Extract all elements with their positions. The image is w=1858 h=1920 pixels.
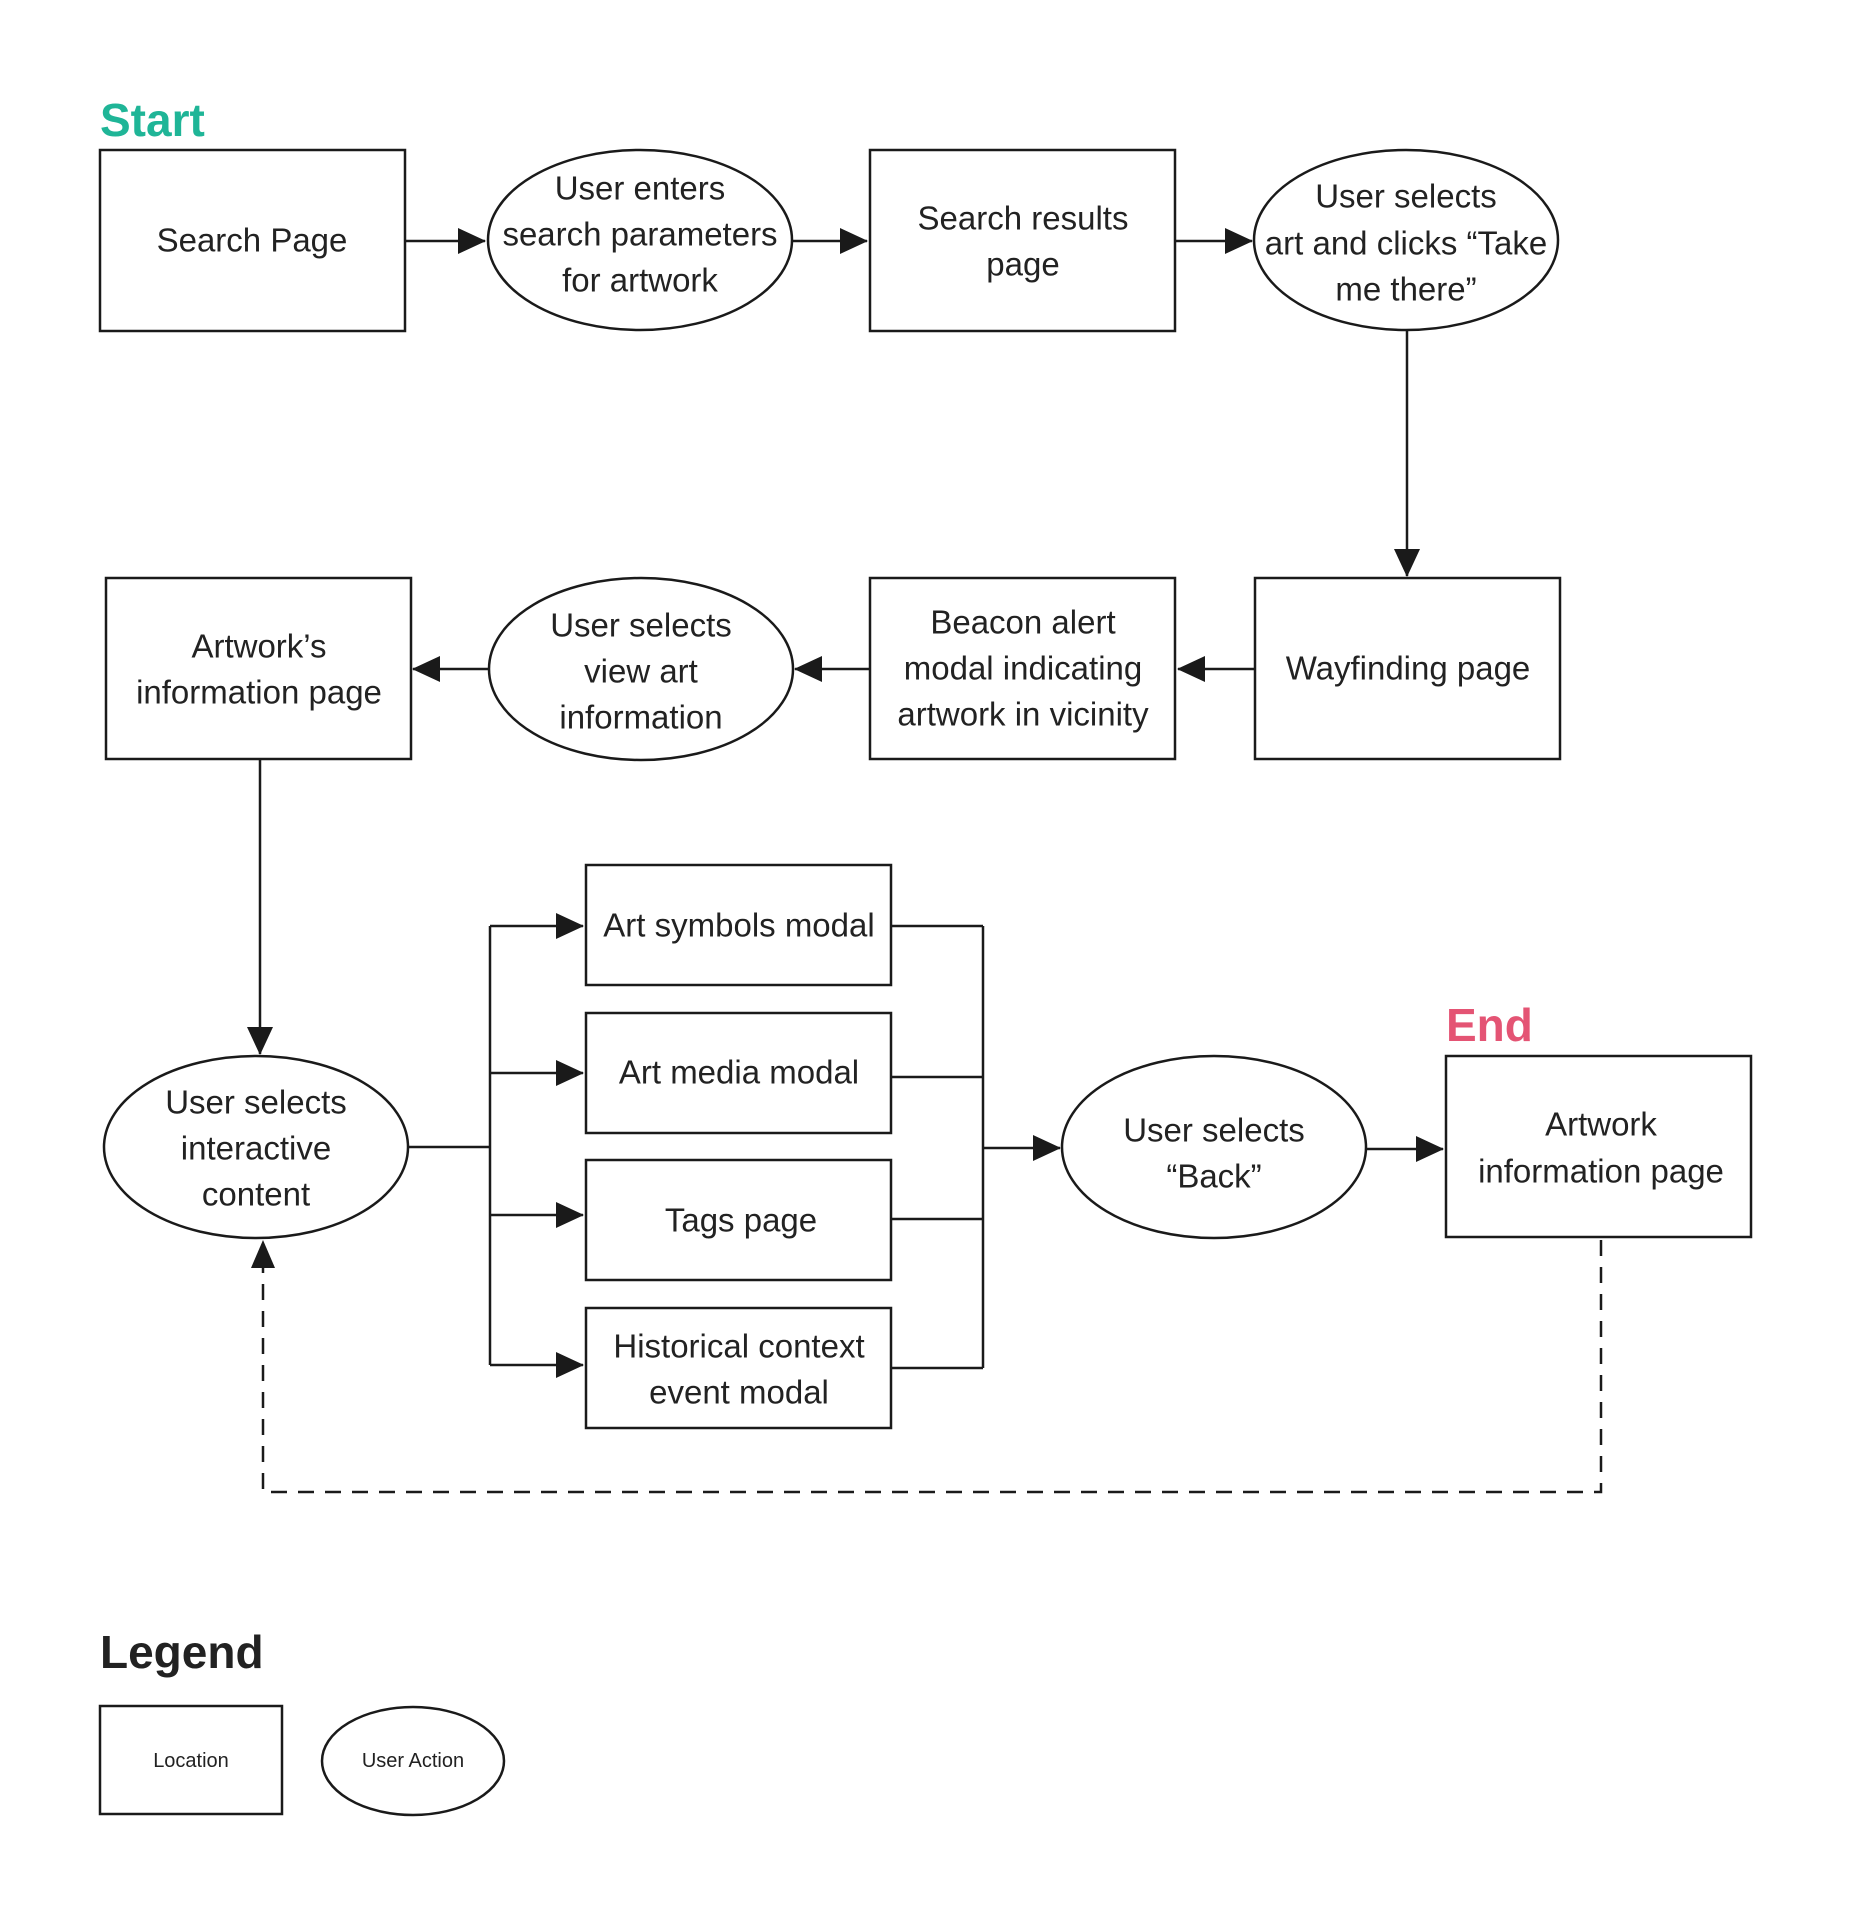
svg-text:User Action: User Action bbox=[362, 1750, 464, 1772]
svg-text:Beacon alert: Beacon alert bbox=[930, 604, 1115, 641]
node-select-back: User selects “Back” bbox=[1060, 1054, 1368, 1240]
legend-location: Location bbox=[98, 1704, 284, 1816]
node-select-interactive-content: User selects interactive content bbox=[102, 1054, 410, 1240]
svg-text:Wayfinding page: Wayfinding page bbox=[1286, 650, 1531, 687]
svg-text:information: information bbox=[559, 699, 722, 736]
node-art-symbols-modal: Art symbols modal bbox=[584, 863, 893, 987]
svg-text:User enters: User enters bbox=[555, 170, 726, 207]
node-search-page: Search Page bbox=[98, 148, 407, 333]
node-artwork-information-page-end: Artwork information page bbox=[1444, 1054, 1753, 1239]
node-search-results-page: Search results page bbox=[868, 148, 1177, 333]
legend-user-action: User Action bbox=[320, 1705, 506, 1817]
svg-text:Search Page: Search Page bbox=[157, 222, 348, 259]
node-wayfinding-page: Wayfinding page bbox=[1253, 576, 1562, 761]
svg-text:“Back”: “Back” bbox=[1166, 1158, 1261, 1195]
svg-text:User selects: User selects bbox=[1123, 1112, 1305, 1149]
svg-text:art and clicks “Take: art and clicks “Take bbox=[1265, 225, 1547, 262]
svg-text:User selects: User selects bbox=[165, 1084, 347, 1121]
svg-text:modal indicating: modal indicating bbox=[904, 650, 1142, 687]
svg-text:information page: information page bbox=[136, 674, 382, 711]
legend-title: Legend bbox=[100, 1626, 264, 1678]
node-beacon-alert-modal: Beacon alert modal indicating artwork in… bbox=[868, 576, 1177, 761]
svg-text:event modal: event modal bbox=[649, 1374, 829, 1411]
svg-text:information page: information page bbox=[1478, 1153, 1724, 1190]
svg-text:Artwork’s: Artwork’s bbox=[191, 628, 326, 665]
svg-text:page: page bbox=[986, 246, 1059, 283]
end-label: End bbox=[1446, 999, 1533, 1051]
svg-text:Tags page: Tags page bbox=[665, 1202, 817, 1239]
dashed-loop-arrowhead bbox=[251, 1240, 275, 1268]
svg-text:for artwork: for artwork bbox=[562, 262, 718, 299]
svg-text:artwork in vicinity: artwork in vicinity bbox=[897, 696, 1149, 733]
node-select-art-take-me-there: User selects art and clicks “Take me the… bbox=[1252, 148, 1560, 332]
svg-text:interactive: interactive bbox=[181, 1130, 331, 1167]
svg-text:Location: Location bbox=[153, 1750, 229, 1772]
svg-text:view art: view art bbox=[584, 653, 698, 690]
svg-text:search parameters: search parameters bbox=[502, 216, 777, 253]
svg-text:Art media modal: Art media modal bbox=[619, 1054, 859, 1091]
node-select-view-art-info: User selects view art information bbox=[487, 576, 795, 762]
node-art-media-modal: Art media modal bbox=[584, 1011, 893, 1135]
svg-text:Search results: Search results bbox=[918, 200, 1129, 237]
svg-text:User selects: User selects bbox=[550, 607, 732, 644]
node-enter-search-parameters: User enters search parameters for artwor… bbox=[486, 148, 794, 332]
svg-text:content: content bbox=[202, 1176, 310, 1213]
svg-text:User selects: User selects bbox=[1315, 178, 1497, 215]
dashed-loop-back bbox=[261, 1240, 1603, 1494]
svg-text:Artwork: Artwork bbox=[1545, 1106, 1657, 1143]
node-tags-page: Tags page bbox=[584, 1158, 893, 1282]
node-artwork-information-page: Artwork’s information page bbox=[104, 576, 413, 761]
start-label: Start bbox=[100, 94, 205, 146]
svg-text:me there”: me there” bbox=[1335, 271, 1476, 308]
node-historical-context-modal: Historical context event modal bbox=[584, 1306, 893, 1430]
svg-text:Art symbols modal: Art symbols modal bbox=[603, 907, 874, 944]
svg-text:Historical context: Historical context bbox=[613, 1328, 864, 1365]
